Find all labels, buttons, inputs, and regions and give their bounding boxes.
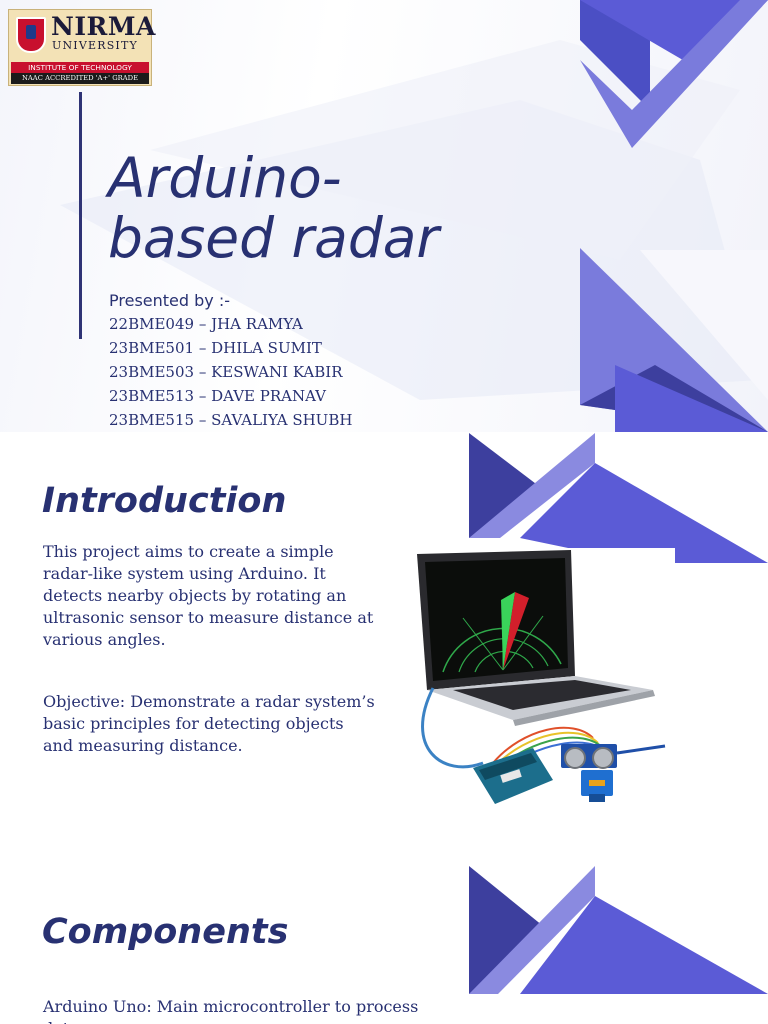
- accent-line: [79, 92, 82, 339]
- components-slide: Components Arduino Uno: Main microcontro…: [0, 866, 768, 1024]
- member-item: 23BME503 – KESWANI KABIR: [109, 363, 343, 381]
- deco-triangle: [580, 0, 768, 70]
- logo-institute: INSTITUTE OF TECHNOLOGY: [11, 62, 149, 73]
- components-heading: Components: [42, 912, 289, 952]
- member-item: 23BME515 – SAVALIYA SHUBH: [109, 411, 353, 429]
- laptop-icon: [417, 550, 655, 726]
- logo-university: UNIVERSITY: [52, 39, 138, 52]
- introduction-description: This project aims to create a simple rad…: [43, 542, 374, 649]
- deco-triangle: [469, 433, 595, 538]
- deco-triangle: [469, 866, 595, 994]
- introduction-slide: Introduction This project aims to create…: [0, 433, 768, 865]
- title-slide: NIRMA UNIVERSITY INSTITUTE OF TECHNOLOGY…: [0, 0, 768, 432]
- component-item: Arduino Uno: Main microcontroller to pro…: [43, 997, 419, 1024]
- servo-motor-icon: [581, 770, 613, 802]
- presented-by-label: Presented by :-: [109, 291, 230, 310]
- slide-title: Arduino-based radar: [108, 148, 528, 268]
- background-decoration: [60, 0, 768, 432]
- deco-triangle: [469, 866, 548, 994]
- member-item: 22BME049 – JHA RAMYA: [109, 315, 303, 333]
- title-line-1: Arduino-: [108, 146, 342, 210]
- logo-accreditation: NAAC ACCREDITED 'A+' GRADE: [11, 73, 149, 84]
- background-decoration: [469, 866, 768, 994]
- deco-triangle: [640, 250, 768, 400]
- member-list: 22BME049 – JHA RAMYA 23BME501 – DHILA SU…: [109, 312, 352, 432]
- arduino-board-icon: [473, 748, 553, 804]
- deco-triangle: [520, 463, 768, 563]
- shield-icon: [16, 17, 46, 53]
- radar-screen: [442, 592, 562, 673]
- title-line-2: based radar: [108, 206, 440, 270]
- member-item: 23BME501 – DHILA SUMIT: [109, 339, 322, 357]
- deco-triangle: [469, 433, 548, 538]
- ultrasonic-sensor-icon: [561, 744, 617, 769]
- background-decoration: [469, 433, 768, 563]
- laptop-radar-illustration: [403, 548, 675, 816]
- deco-triangle: [580, 0, 768, 148]
- deco-triangle: [520, 896, 768, 994]
- member-item: 23BME513 – DAVE PRANAV: [109, 387, 327, 405]
- deco-triangle: [615, 365, 768, 432]
- objective-text: Objective: Demonstrate a radar system’s …: [43, 692, 375, 755]
- introduction-heading: Introduction: [42, 481, 287, 521]
- nirma-logo: NIRMA UNIVERSITY INSTITUTE OF TECHNOLOGY…: [8, 9, 155, 86]
- logo-name: NIRMA: [51, 12, 156, 41]
